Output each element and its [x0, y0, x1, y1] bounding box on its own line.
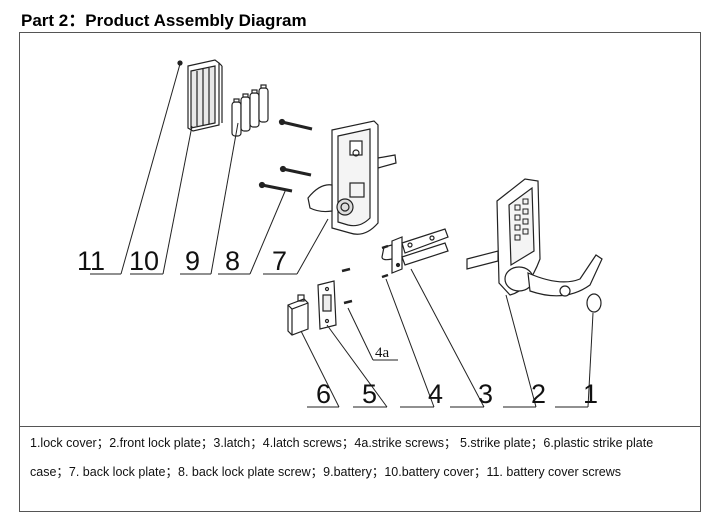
diagram-frame: 11 10 9 8 7 6 5 4a 4 3 2 1 1.lock cover；…: [19, 32, 701, 512]
callout-8: 8: [225, 246, 240, 276]
front-lock-plate-part: [466, 178, 603, 297]
back-lock-plate-screw-part: [258, 118, 313, 193]
callout-7: 7: [272, 246, 287, 276]
strike-plate-case-part: [287, 294, 309, 336]
assembly-diagram: 11 10 9 8 7 6 5 4a 4 3 2 1: [20, 33, 700, 427]
page-title: Part 2：Product Assembly Diagram: [21, 11, 307, 30]
lock-cover-part: [586, 293, 602, 313]
callout-2: 2: [531, 379, 546, 409]
callout-4: 4: [428, 379, 443, 409]
callout-4a: 4a: [375, 345, 390, 361]
lower-leader-lines: [300, 268, 594, 408]
callout-10: 10: [129, 246, 159, 276]
battery-part: [231, 84, 269, 137]
latch-part: [381, 228, 449, 274]
callout-5: 5: [362, 379, 377, 409]
latch-screw-part: [381, 244, 389, 279]
parts-legend: 1.lock cover；2.front lock plate；3.latch；…: [30, 436, 654, 479]
strike-plate-part: [317, 280, 337, 330]
callout-1: 1: [583, 379, 598, 409]
callout-3: 3: [478, 379, 493, 409]
callout-9: 9: [185, 246, 200, 276]
callout-6: 6: [316, 379, 331, 409]
back-lock-plate-part: [307, 120, 397, 235]
upper-leader-lines: [90, 63, 329, 275]
assembly-drawing: 11 10 9 8 7 6 5 4a 4 3 2 1: [77, 59, 603, 409]
callout-11: 11: [77, 246, 105, 276]
strike-screw-part: [341, 267, 353, 305]
battery-cover-part: [187, 59, 223, 132]
